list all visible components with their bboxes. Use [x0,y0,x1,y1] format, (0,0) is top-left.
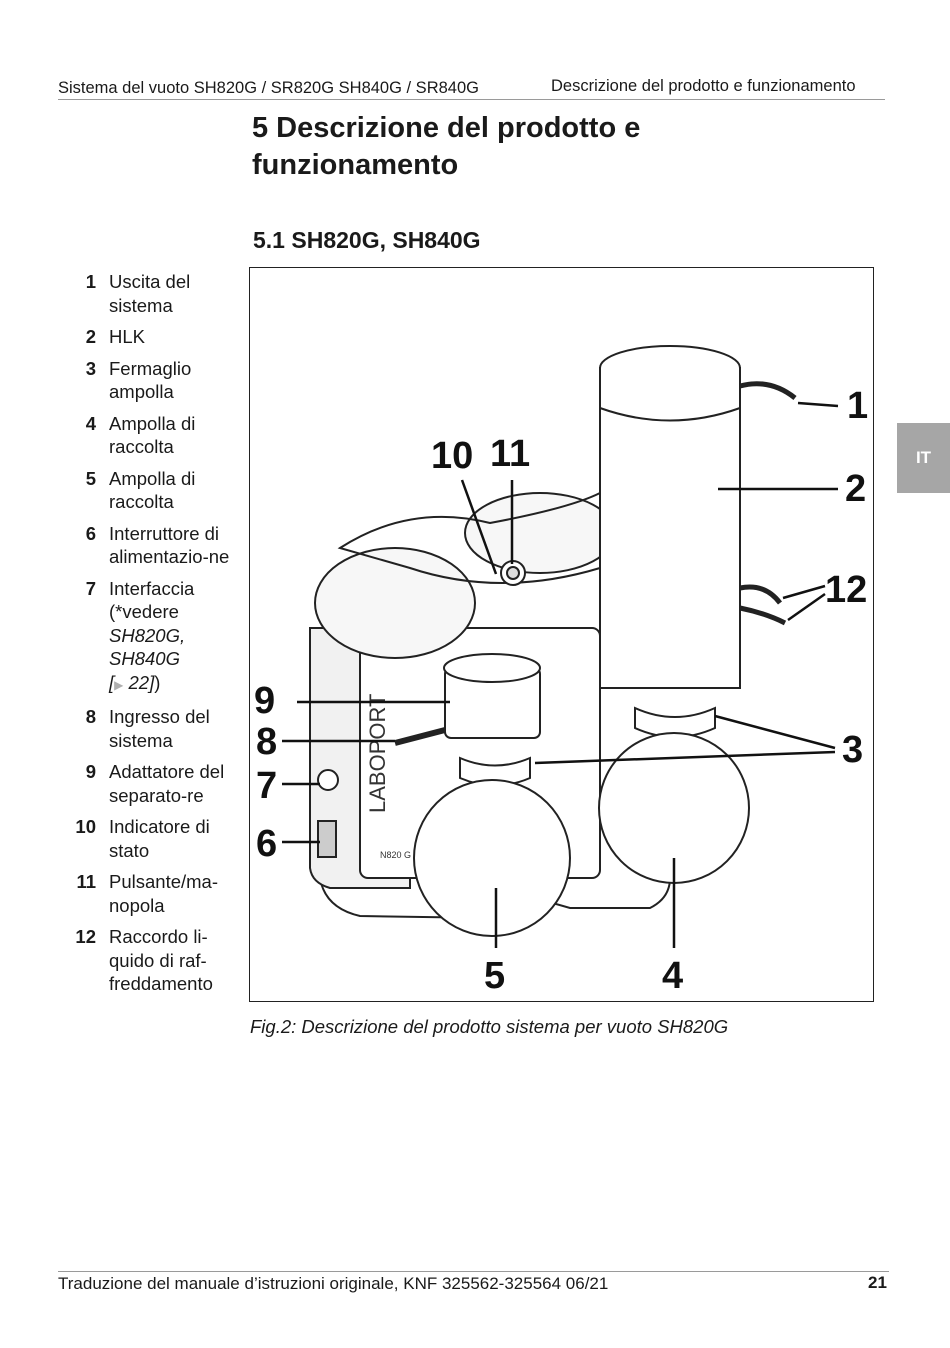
interface-port [317,769,339,791]
cross-reference-close: ) [154,671,161,693]
legend-number: 11 [76,871,96,892]
callout-10: 10 [431,435,473,477]
legend-item: 6 Interruttore di alimentazio-ne [62,522,242,569]
pump-head-right [464,492,616,574]
language-tab: IT [897,423,950,493]
legend-item: 2 HLK [62,325,242,349]
pump-head-plate [337,491,601,584]
callout-3: 3 [842,729,863,771]
model-label: N820 G [380,850,411,860]
coolant-connector-2 [739,605,787,626]
legend-item: 11 Pulsante/ma-nopola [62,870,242,917]
callout-12: 12 [825,569,867,611]
legend-item: 10 Indicatore di stato [62,815,242,862]
legend-item: 9 Adattatore del separato-re [62,760,242,807]
figure-caption: Fig.2: Descrizione del prodotto sistema … [250,1016,729,1037]
legend-item: 4 Ampolla di raccolta [62,412,242,459]
footer-text: Traduzione del manuale d’istruzioni orig… [58,1274,609,1293]
legend-text: Raccordo li-quido di raf-freddamento [109,926,213,994]
leader-line-3b [534,750,836,765]
legend-number: 6 [85,522,96,544]
legend-number: 1 [85,271,96,292]
callout-7: 7 [256,765,277,807]
legend-number: 7 [85,577,96,599]
cross-reference-title[interactable]: SH820G, SH840G [109,624,186,670]
legend-number: 8 [85,706,96,727]
system-inlet-hose [394,727,446,746]
legend-text: Ampolla di raccolta [109,412,196,458]
running-header-right: Descrizione del prodotto e funzionamento [551,77,856,95]
legend-item: 3 Fermaglio ampolla [62,357,242,404]
callout-6: 6 [256,823,277,865]
legend-text: Interruttore di alimentazio-ne [109,522,230,568]
legend-number: 2 [85,326,96,347]
system-outlet-hose [739,381,797,400]
figure-legend: 1 Uscita del sistema 2 HLK 3 Fermaglio a… [62,270,242,1004]
legend-text: Adattatore del separato-re [109,761,225,806]
running-header-left: Sistema del vuoto SH820G / SR820G SH840G… [58,79,479,97]
callout-8: 8 [256,721,277,763]
chapter-title: 5 Descrizione del prodotto e funzionamen… [252,112,641,181]
callout-2: 2 [845,468,866,510]
cross-reference-page[interactable]: 22] [123,671,155,693]
callout-11: 11 [490,433,530,475]
callout-1: 1 [847,385,868,427]
legend-item: 7 Interfaccia (*vedere SH820G, SH840G [▶… [62,577,242,698]
legend-number: 5 [85,467,96,489]
legend-item: 12 Raccordo li-quido di raf-freddamento [62,925,242,996]
footer-rule [58,1271,889,1272]
legend-text: Ampolla di raccolta [109,467,196,513]
legend-number: 9 [85,761,96,782]
legend-text: Ingresso del sistema [109,706,210,751]
flask-clamp-right [634,706,716,738]
section-title: 5.1 SH820G, SH840G [253,227,481,253]
page-number: 21 [868,1273,887,1292]
legend-number: 4 [85,412,96,434]
vacuum-system-drawing: LABOPORT N820 G 1 2 3 4 5 6 7 8 9 10 [254,345,868,997]
leader-line-3a [714,714,836,750]
legend-text: Fermaglio ampolla [109,357,192,403]
header-rule [58,99,885,100]
legend-text: Interfaccia (*vedere SH820G, SH840G [▶ 2… [109,577,237,698]
product-figure: LABOPORT N820 G 1 2 3 4 5 6 7 8 9 10 [249,267,874,1002]
legend-text: Pulsante/ma-nopola [109,871,218,916]
legend-text: Uscita del sistema [109,271,191,316]
reference-arrow-icon: ▶ [114,677,124,692]
separator-top [443,653,541,683]
legend-number: 3 [85,357,96,379]
legend-number: 12 [75,926,96,947]
cross-reference-bracket: [ [109,671,115,693]
leader-line-12b [787,592,826,622]
legend-text: HLK [109,326,145,347]
legend-number: 10 [75,816,96,837]
legend-text: Indicatore di stato [109,816,210,861]
legend-item: 1 Uscita del sistema [62,270,242,317]
leader-line-12a [782,584,826,600]
legend-text-main: Interfaccia (*vedere [109,577,195,623]
leader-line-1 [797,401,839,408]
callout-9: 9 [254,680,275,722]
legend-item: 5 Ampolla di raccolta [62,467,242,514]
knob-cap [506,566,520,580]
collection-flask-left [413,779,571,937]
power-switch [317,820,337,858]
legend-item: 8 Ingresso del sistema [62,705,242,752]
callout-5: 5 [484,955,505,997]
coolant-connector-1 [739,584,782,605]
leader-line-10 [460,479,498,575]
brand-label: LABOPORT [365,694,390,813]
hlk-cap-band [599,368,741,422]
callout-4: 4 [662,955,683,997]
